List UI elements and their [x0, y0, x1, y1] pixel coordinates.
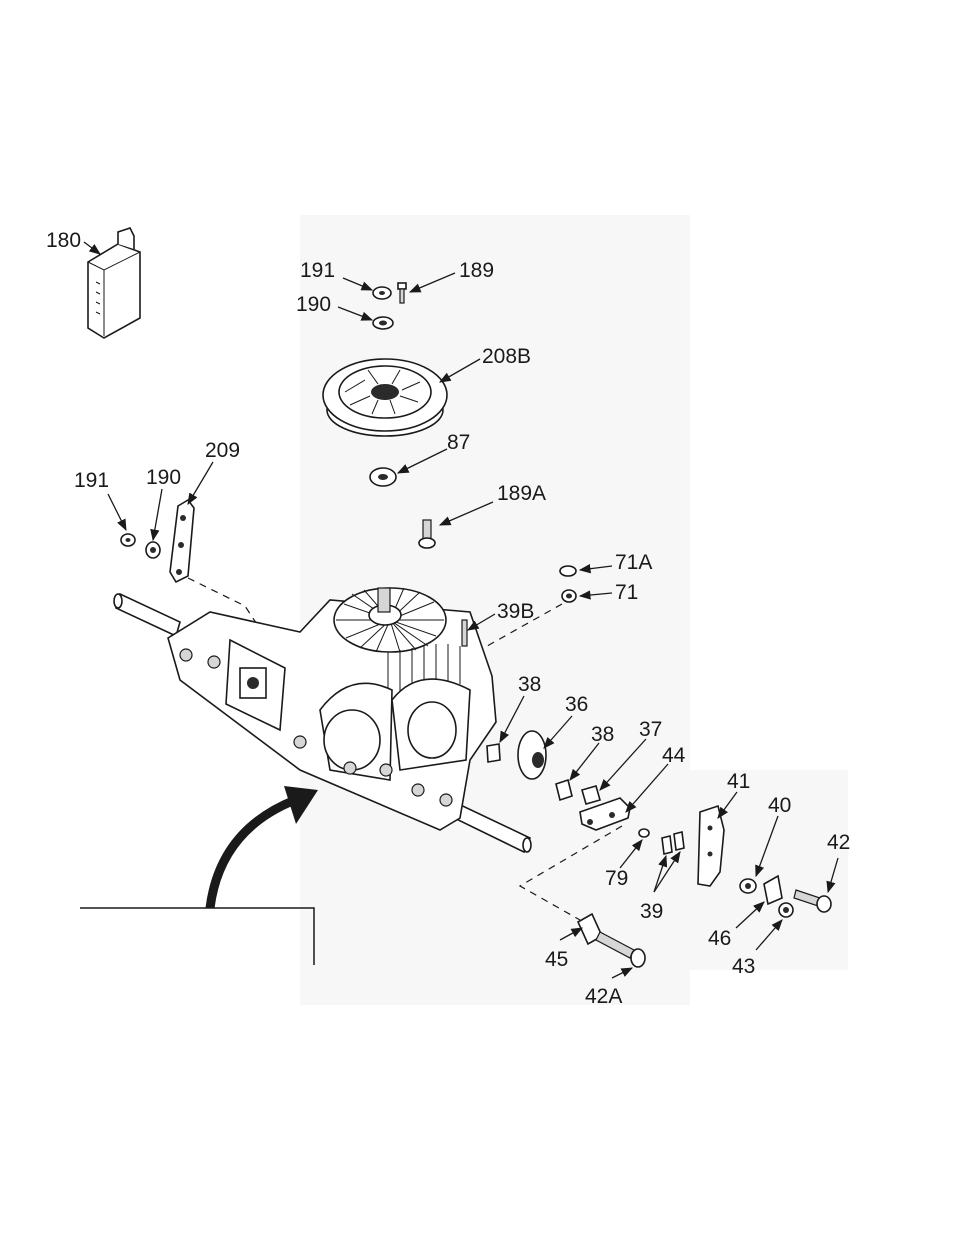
- washer-40-part: [740, 879, 756, 893]
- label-191-left: 191: [74, 469, 109, 492]
- label-180: 180: [46, 229, 81, 252]
- bearing-part: [370, 468, 396, 486]
- nut-43-part: [779, 903, 793, 917]
- label-45: 45: [545, 948, 568, 971]
- key-38a-part: [487, 744, 500, 762]
- label-189A: 189A: [497, 482, 546, 505]
- pulley-part: [323, 359, 447, 436]
- top-nut-part: [373, 287, 391, 299]
- label-189: 189: [459, 259, 494, 282]
- label-44: 44: [662, 744, 686, 767]
- label-43: 43: [732, 955, 755, 978]
- label-39: 39: [640, 900, 663, 923]
- clip-79-part: [639, 829, 649, 837]
- label-71: 71: [615, 581, 638, 604]
- label-40: 40: [768, 794, 791, 817]
- washer-71A-part: [560, 566, 576, 576]
- reference-box-edge: [80, 908, 314, 965]
- label-38-b: 38: [591, 723, 614, 746]
- label-208B: 208B: [482, 345, 531, 368]
- disc-36-part: [518, 731, 546, 779]
- label-39B: 39B: [497, 600, 534, 623]
- link-arm-part: [170, 500, 194, 582]
- label-37: 37: [639, 718, 662, 741]
- left-nut-part: [121, 534, 135, 546]
- label-42: 42: [827, 831, 850, 854]
- label-41: 41: [727, 770, 750, 793]
- oil-bottle-part: [88, 228, 140, 338]
- label-46: 46: [708, 927, 731, 950]
- label-36: 36: [565, 693, 588, 716]
- label-38-a: 38: [518, 673, 541, 696]
- nut-71-part: [562, 590, 576, 602]
- label-87: 87: [447, 431, 470, 454]
- label-79: 79: [605, 867, 628, 890]
- top-washer-part: [373, 317, 393, 329]
- key-37-part: [582, 786, 600, 804]
- label-190-left: 190: [146, 466, 181, 489]
- label-190-top: 190: [296, 293, 331, 316]
- left-washer-part: [146, 542, 160, 558]
- label-42A: 42A: [585, 985, 622, 1008]
- label-209: 209: [205, 439, 240, 462]
- label-71A: 71A: [615, 551, 652, 574]
- label-191-top: 191: [300, 259, 335, 282]
